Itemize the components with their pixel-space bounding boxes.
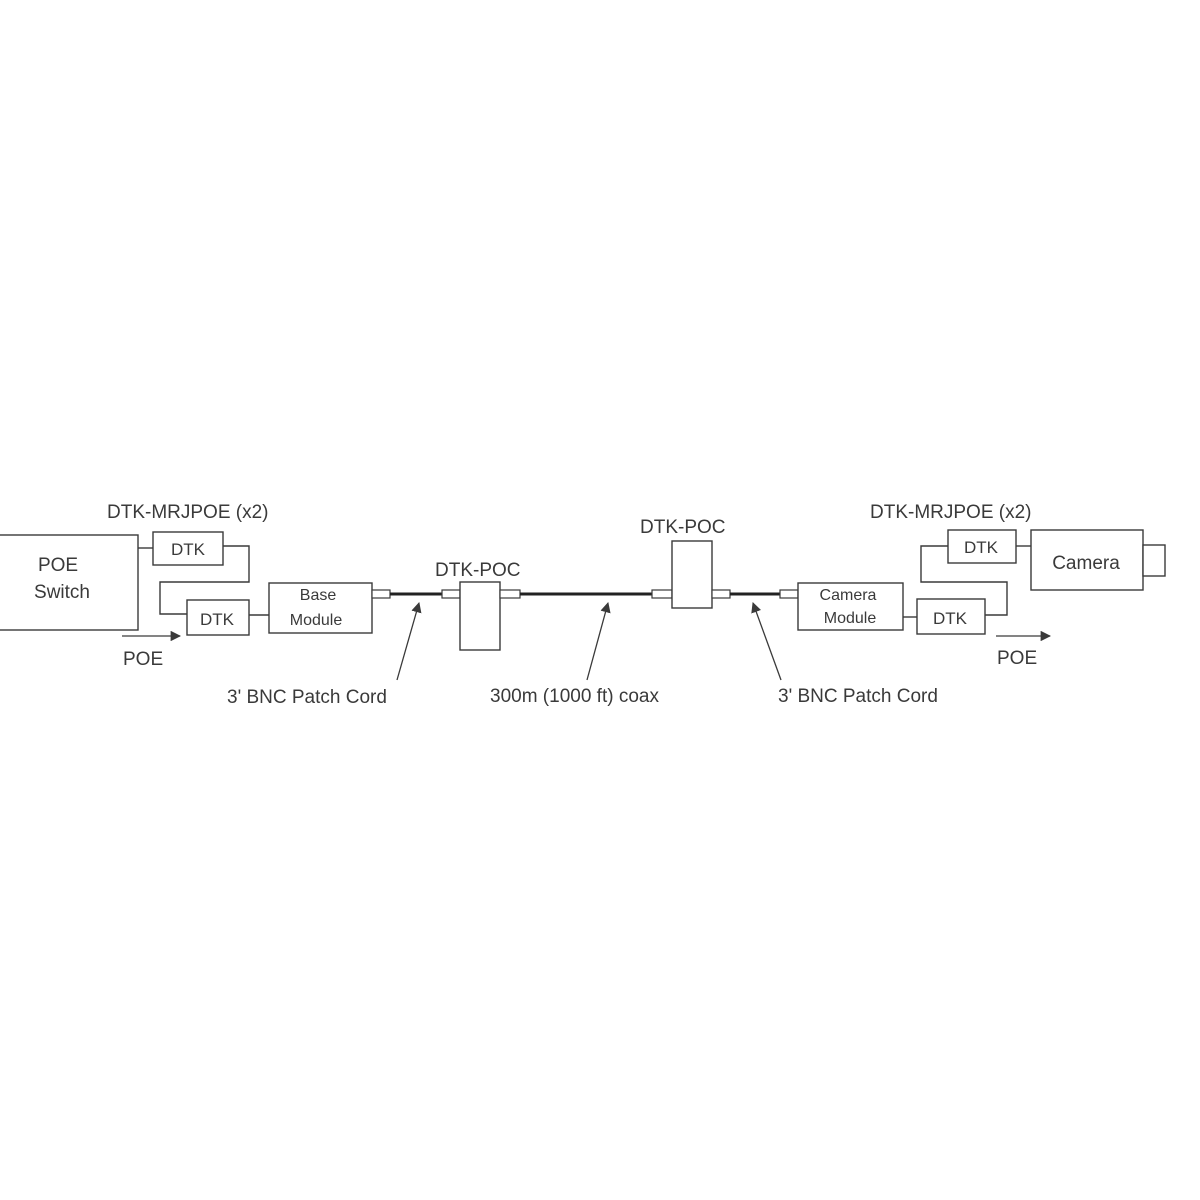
right-adapter-loop-cable (920, 545, 1008, 616)
coax-callout-label: 300m (1000 ft) coax (490, 686, 659, 707)
left-poc-box (459, 581, 501, 651)
base-bnc-plug (371, 589, 391, 599)
left-upper-dtk-label: DTK (171, 540, 206, 559)
left-lower-dtk-box (186, 599, 250, 636)
base-module-box (268, 582, 373, 634)
left-adapter-label: DTK-MRJPOE (x2) (107, 502, 269, 523)
left-patch-callout-arrow (396, 602, 422, 681)
camera-label: Camera (1052, 553, 1120, 574)
left-patch-callout-label: 3' BNC Patch Cord (227, 687, 387, 708)
camera-module-box (797, 582, 904, 631)
camera-module-bnc-plug (779, 589, 799, 599)
right-poc-bnc-plug-in (651, 589, 673, 599)
left-poc-bnc-plug-in (441, 589, 461, 599)
camera-body-box (1030, 529, 1144, 591)
left-adapter-loop-cable (159, 545, 250, 615)
left-poc-label: DTK-POC (435, 560, 521, 581)
base-module-label-line1: Base (300, 587, 337, 604)
poe-switch-label-line1: POE (38, 555, 78, 576)
right-patch-callout-arrow (751, 602, 782, 681)
right-upper-dtk-box (947, 529, 1017, 564)
right-adapter-label: DTK-MRJPOE (x2) (870, 502, 1032, 523)
left-lower-dtk-label: DTK (200, 610, 235, 629)
poe-switch-label-line2: Switch (34, 582, 90, 603)
camera-module-label-line1: Camera (820, 587, 877, 604)
right-patch-callout-label: 3' BNC Patch Cord (778, 686, 938, 707)
camera-module-label-line2: Module (824, 610, 877, 627)
right-lower-dtk-label: DTK (933, 609, 968, 628)
camera-lens (1142, 544, 1166, 577)
coax-callout-arrow (586, 601, 611, 681)
right-poe-label: POE (997, 648, 1037, 669)
right-poc-bnc-plug-out (711, 589, 731, 599)
left-poc-bnc-plug-out (499, 589, 521, 599)
left-upper-dtk-box (152, 531, 224, 566)
base-module-label-line2: Module (290, 612, 343, 629)
right-lower-dtk-box (916, 598, 986, 635)
right-upper-dtk-label: DTK (964, 538, 999, 557)
right-poc-box (671, 540, 713, 609)
poe-switch-box (0, 534, 139, 631)
right-poc-label: DTK-POC (640, 517, 726, 538)
left-poe-label: POE (123, 649, 163, 670)
